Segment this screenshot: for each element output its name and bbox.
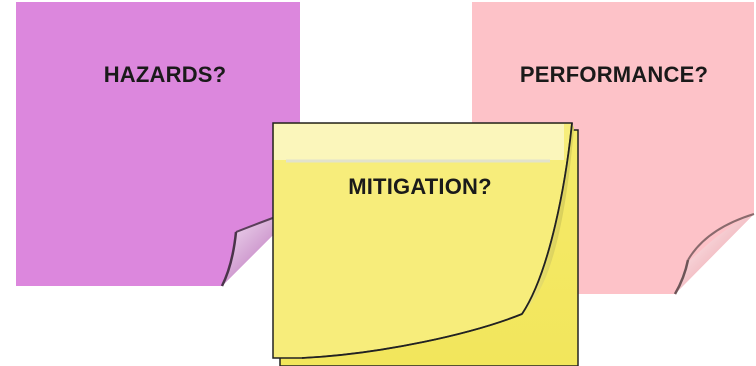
mitigation-sticky-note [272, 122, 579, 366]
hazards-sticky-note [16, 2, 301, 287]
mitigation-label: MITIGATION? [348, 174, 492, 199]
performance-label: PERFORMANCE? [519, 62, 709, 87]
hazards-label: HAZARDS? [103, 62, 227, 87]
